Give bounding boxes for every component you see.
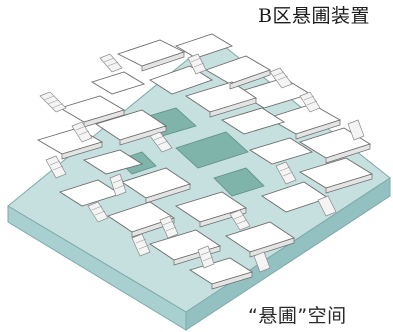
stair bbox=[275, 161, 297, 185]
platform-edge bbox=[325, 143, 371, 164]
stair bbox=[299, 91, 321, 113]
platform-edge bbox=[141, 51, 185, 72]
figure-caption: “悬圃”空间 bbox=[248, 305, 347, 327]
platform bbox=[90, 71, 146, 95]
pool bbox=[213, 167, 265, 197]
stair bbox=[45, 155, 67, 179]
figure-title: B区悬圃装置 bbox=[258, 5, 370, 27]
stair bbox=[71, 121, 93, 143]
stair bbox=[347, 119, 365, 141]
platform-edge bbox=[229, 69, 271, 90]
stair bbox=[317, 195, 337, 217]
stair bbox=[87, 201, 109, 223]
platform bbox=[174, 33, 234, 59]
platform-edges bbox=[61, 51, 373, 290]
stair bbox=[197, 245, 215, 269]
stair bbox=[253, 251, 271, 273]
platform-edge bbox=[295, 119, 341, 140]
platform-edge bbox=[209, 97, 257, 118]
pool bbox=[175, 131, 249, 169]
stair bbox=[269, 67, 293, 89]
platform-edge bbox=[145, 183, 191, 204]
platform bbox=[248, 137, 314, 165]
stair bbox=[229, 209, 251, 231]
platform-edge bbox=[249, 237, 295, 258]
platform-edge bbox=[119, 125, 167, 146]
stair bbox=[149, 131, 173, 153]
base-slab bbox=[7, 37, 391, 331]
stair bbox=[159, 215, 179, 239]
stair bbox=[131, 233, 151, 257]
stair-treads bbox=[43, 57, 318, 262]
stair bbox=[99, 53, 123, 73]
slab-side-face bbox=[185, 177, 391, 331]
platform-edge bbox=[61, 141, 103, 160]
stair bbox=[109, 173, 127, 197]
platform-edge bbox=[325, 173, 373, 194]
platform bbox=[116, 39, 186, 67]
platform bbox=[220, 107, 286, 135]
platform-edge bbox=[211, 271, 253, 290]
platform bbox=[82, 149, 144, 175]
stair bbox=[187, 53, 207, 75]
